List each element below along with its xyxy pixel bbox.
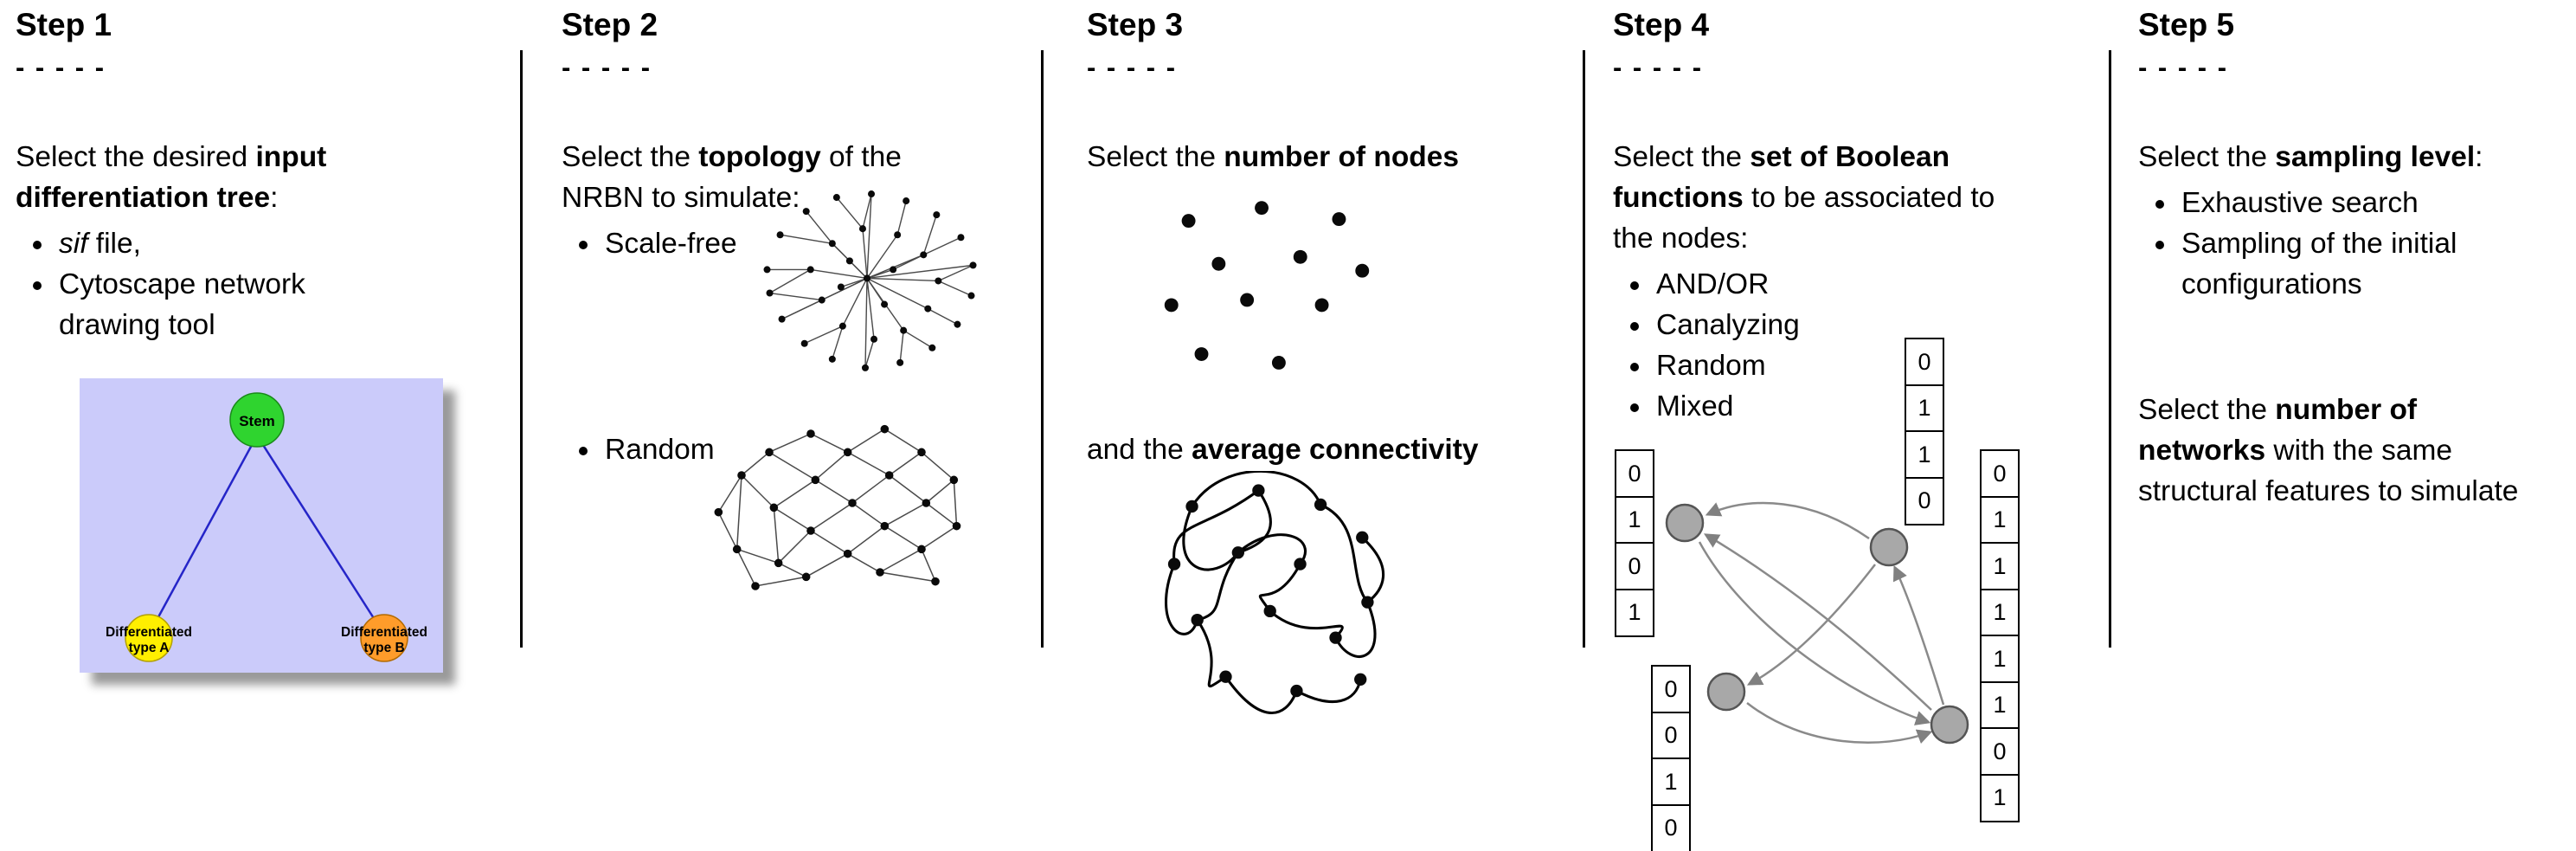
step-title: Step 3 [1087,7,1184,42]
type-a-node [125,614,173,662]
bullet-item: Canalyzing [1653,305,2065,345]
bullet-item: Random [1653,345,2065,386]
connectivity-text: and the average connectivity [1087,434,1479,466]
truth-table-cell: 1 [1980,495,2020,545]
step-intro: Select the desired input differentiation… [16,141,327,214]
truth-table-cell: 0 [1980,449,2020,498]
step-4-column: Step 4 - - - - - Select the set of Boole… [1613,0,2065,851]
boolean-network-graphic [1665,501,1969,745]
type-a-label: type A [129,641,170,655]
step-2-column: Step 2 - - - - - Select the topology of … [562,0,1036,851]
step-bullets: Random [562,429,715,470]
bullet-item: sif file, [55,223,502,264]
nodes-dots-graphic [1164,201,1370,370]
truth-table-cell: 0 [1905,338,1944,386]
truth-table-cell: 0 [1615,542,1654,590]
column-divider [2109,50,2111,648]
truth-table-cell: 1 [1615,495,1654,545]
truth-table-right: 0 1 1 1 1 1 0 1 [1980,449,2020,822]
truth-table-cell: 1 [1905,430,1944,479]
boolean-node [1665,503,1705,543]
step-5-column: Step 5 - - - - - Select the sampling lev… [2138,0,2576,851]
step-3-column: Step 3 - - - - - Select the number of no… [1087,0,1582,851]
stem-node [229,392,285,448]
bullet-item: AND/OR [1653,264,2065,305]
truth-table-cell: 1 [1905,384,1944,433]
stem-label: Stem [239,413,275,429]
truth-table-cell: 1 [1980,773,2020,822]
step-title: Step 5 [2138,7,2235,42]
dashes: - - - - - [562,52,652,82]
type-a-label: Differentiated [106,625,192,640]
differentiation-tree-graphic: Stem Differentiated type A Differentiate… [106,392,427,662]
truth-table-cell: 1 [1980,680,2020,730]
type-b-label: type B [363,641,404,655]
step-bullets: AND/OR Canalyzing Random Mixed [1613,264,2065,427]
step-intro: Select the sampling level: [2138,141,2483,173]
random-network-graphic [714,424,961,590]
step-1-column: Step 1 - - - - - Select the desired inpu… [16,0,502,851]
step-title: Step 4 [1613,7,1710,42]
truth-table-cell: 0 [1651,803,1691,851]
truth-table-cell: 0 [1615,449,1654,498]
column-divider [520,50,523,648]
column-divider [1041,50,1044,648]
bullet-item: Exhaustive search [2178,183,2576,223]
connectivity-tangle-graphic [1165,471,1385,714]
boolean-node [1869,527,1909,567]
truth-table-top: 0 1 1 0 [1905,338,1944,525]
truth-table-cell: 1 [1980,635,2020,683]
column-divider [1583,50,1585,648]
truth-table-cell: 0 [1651,665,1691,713]
bullet-item: Sampling of the initial configurations [2178,223,2576,305]
dashes: - - - - - [16,52,106,82]
step-title: Step 1 [16,7,112,42]
truth-table-cell: 0 [1651,711,1691,760]
truth-table-cell: 0 [1980,727,2020,776]
step-bullets: Scale-free [562,223,737,264]
boolean-node [1930,705,1969,745]
step-intro: Select the topology of the NRBN to simul… [562,141,902,214]
type-b-label: Differentiated [341,625,427,640]
truth-table-cell: 1 [1980,588,2020,637]
truth-table-cell: 1 [1651,758,1691,806]
dashes: - - - - - [1087,52,1178,82]
bullet-item: Cytoscape network drawing tool [55,264,344,345]
step-bullets: sif file, Cytoscape network drawing tool [16,223,502,345]
truth-table-bottom: 0 0 1 0 [1651,665,1691,851]
scale-free-network-graphic [763,190,977,371]
truth-table-cell: 0 [1905,476,1944,525]
type-b-node [360,614,408,662]
step-intro: Select the set of Boolean functions to b… [1613,141,1995,255]
networks-count-text: Select the number of networks with the s… [2138,394,2519,507]
step-bullets: Exhaustive search Sampling of the initia… [2138,183,2576,305]
bullet-item: Random [601,429,715,470]
bullet-item: Scale-free [601,223,737,264]
boolean-node [1706,672,1746,712]
dashes: - - - - - [1613,52,1704,82]
truth-table-left: 0 1 0 1 [1615,449,1654,637]
truth-table-cell: 1 [1615,588,1654,637]
step-title: Step 2 [562,7,658,42]
differentiation-tree-figure: Stem Differentiated type A Differentiate… [80,378,443,673]
bullet-item: Mixed [1653,386,2065,427]
truth-table-cell: 1 [1980,542,2020,590]
step-intro: Select the number of nodes [1087,141,1460,173]
boolean-functions-figure: 0 1 0 1 0 1 1 0 0 1 1 1 1 1 0 1 [1613,336,2028,851]
dashes: - - - - - [2138,52,2229,82]
